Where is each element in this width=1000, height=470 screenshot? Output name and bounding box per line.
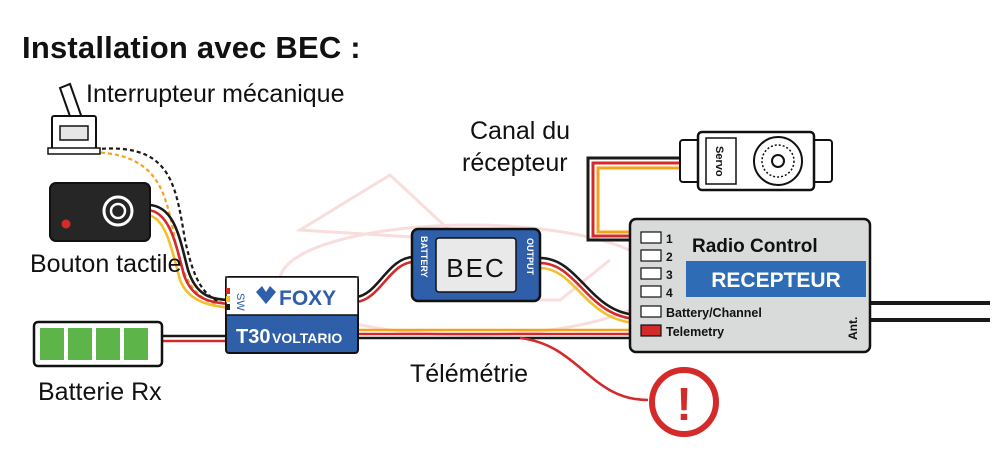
switch-wires	[79, 147, 233, 312]
battery-wires	[162, 334, 226, 343]
touch-button-icon	[49, 182, 151, 242]
battery-label: Batterie Rx	[38, 378, 162, 406]
receiver-name: RECEPTEUR	[711, 269, 841, 292]
warning-symbol: !	[676, 378, 691, 430]
diagram-title: Installation avec BEC :	[22, 30, 361, 65]
receiver-antenna-label: Ant.	[846, 317, 860, 340]
receiver-port-1: 1	[666, 232, 673, 246]
foxy-bec-wires	[355, 255, 415, 304]
foxy-module: SW FOXY T30 VOLTARIO	[225, 276, 359, 354]
touch-button-wires	[147, 203, 233, 310]
channel-label-line1: Canal du	[470, 117, 571, 145]
foxy-sw-label: SW	[234, 293, 246, 311]
foxy-brand: FOXY	[279, 287, 336, 310]
foxy-model-suffix: VOLTARIO	[272, 330, 342, 346]
telemetry-wires	[356, 328, 649, 402]
warning-icon: !	[649, 367, 719, 437]
receiver-module: Radio Control RECEPTEUR 1 2 3 4 Battery/…	[628, 217, 872, 354]
receiver-port-3: 3	[666, 268, 673, 282]
bec-name: BEC	[446, 253, 505, 283]
bec-module: BEC BATTERY OUTPUT	[410, 227, 542, 303]
fox-logo-icon	[256, 286, 276, 304]
antenna-wires	[870, 301, 990, 322]
receiver-battery-port: Battery/Channel	[666, 306, 762, 320]
servo-wires	[586, 156, 690, 242]
servo-icon: Servo	[679, 130, 833, 192]
bec-output-label: OUTPUT	[525, 238, 535, 276]
mechanical-switch-icon	[47, 82, 101, 155]
receiver-telemetry-port: Telemetry	[666, 325, 724, 339]
receiver-port-2: 2	[666, 250, 673, 264]
touch-button-label: Bouton tactile	[30, 250, 182, 278]
switch-label: Interrupteur mécanique	[86, 80, 345, 108]
receiver-port-4: 4	[666, 286, 673, 300]
battery-icon	[32, 320, 164, 368]
bec-receiver-wires	[539, 256, 641, 325]
channel-label-line2: récepteur	[462, 149, 568, 177]
servo-label: Servo	[713, 146, 725, 177]
foxy-model: T30	[236, 326, 270, 348]
receiver-title: Radio Control	[692, 236, 818, 257]
bec-battery-label: BATTERY	[419, 236, 429, 278]
telemetry-label: Télémétrie	[410, 360, 529, 388]
